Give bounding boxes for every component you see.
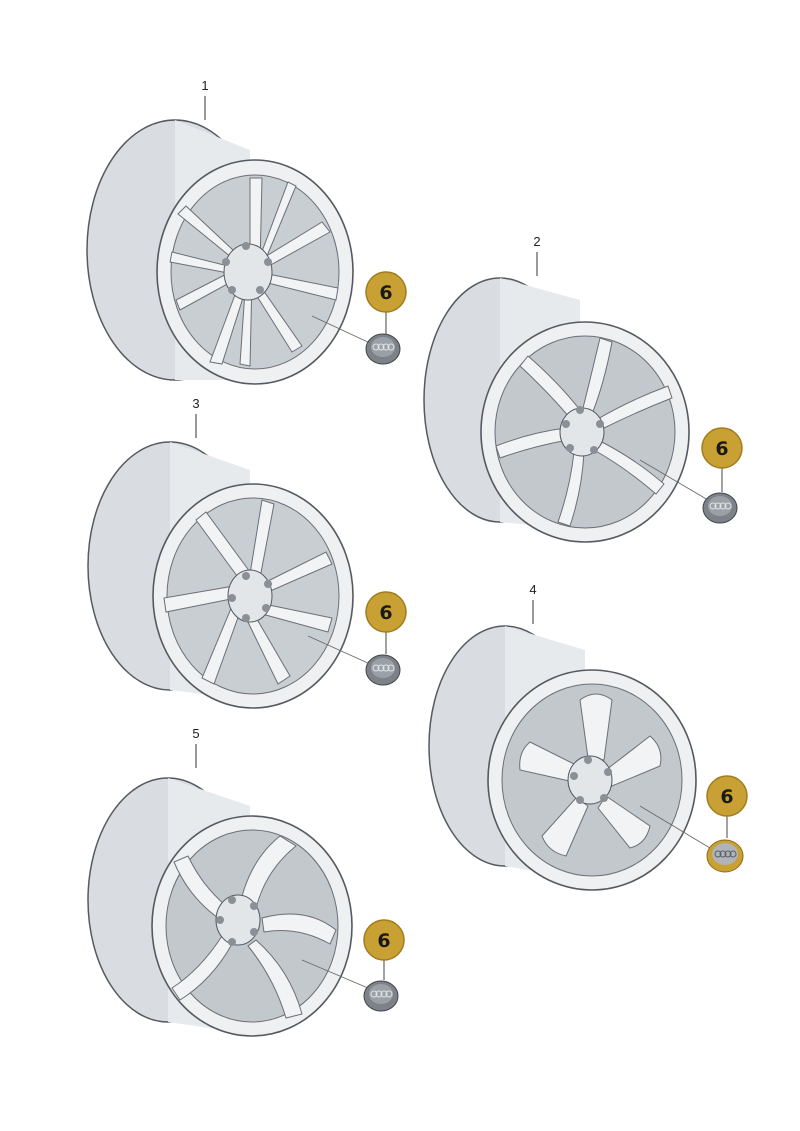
callout-number: 6 [715, 438, 728, 460]
callout-number: 6 [379, 602, 392, 624]
rim-face [156, 159, 354, 385]
lug-nuts [228, 572, 272, 622]
lug-nuts [222, 242, 272, 294]
center-cap-gold [706, 839, 744, 873]
callout-number: 6 [720, 786, 733, 808]
rim-face [152, 483, 354, 709]
callout-number: 6 [377, 930, 390, 952]
wheel-number-label: 5 [192, 726, 199, 741]
wheel-number-label: 4 [529, 582, 536, 597]
wheel-1: 1 6 [86, 78, 407, 385]
rim-face [480, 321, 690, 543]
callout-badge: 6 [706, 775, 748, 817]
callout-badge: 6 [701, 427, 743, 469]
wheel-4: 4 6 [428, 582, 748, 891]
center-cap [702, 492, 738, 524]
audi-rings-icon [372, 343, 395, 351]
callout-badge: 6 [363, 919, 405, 961]
callout-number: 6 [379, 282, 392, 304]
rim-face [151, 815, 353, 1037]
lug-nuts [562, 406, 604, 454]
lug-nuts [570, 756, 612, 804]
wheel-3: 3 6 [87, 396, 407, 709]
wheel-number-label: 3 [192, 396, 199, 411]
callout-badge: 6 [365, 591, 407, 633]
wheel-number-label: 2 [533, 234, 540, 249]
audi-rings-icon [370, 990, 393, 998]
audi-rings-icon [709, 502, 732, 510]
wheel-5: 5 6 [87, 726, 405, 1037]
center-cap [363, 980, 399, 1012]
audi-rings-icon [372, 664, 395, 672]
audi-rings-icon [714, 850, 737, 858]
rim-face [487, 669, 697, 891]
center-cap [365, 333, 401, 365]
center-cap [365, 654, 401, 686]
callout-badge: 6 [365, 271, 407, 313]
wheel-2: 2 6 [423, 234, 743, 543]
wheel-number-label: 1 [201, 78, 208, 93]
lug-nuts [216, 896, 258, 946]
